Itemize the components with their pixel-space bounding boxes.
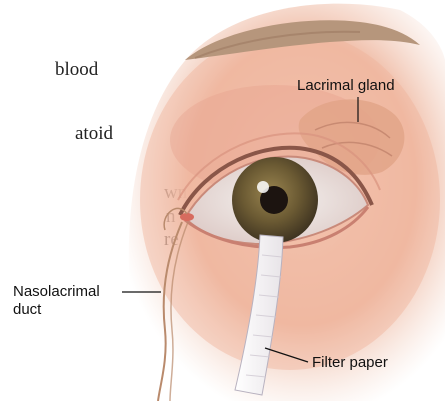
label-lacrimal-gland: Lacrimal gland — [297, 77, 395, 95]
label-filter-paper: Filter paper — [312, 354, 388, 372]
label-nasolacrimal-duct-line2: duct — [13, 301, 41, 319]
label-nasolacrimal-duct-line1: Nasolacrimal — [13, 283, 100, 301]
inner-canthus — [180, 213, 194, 221]
